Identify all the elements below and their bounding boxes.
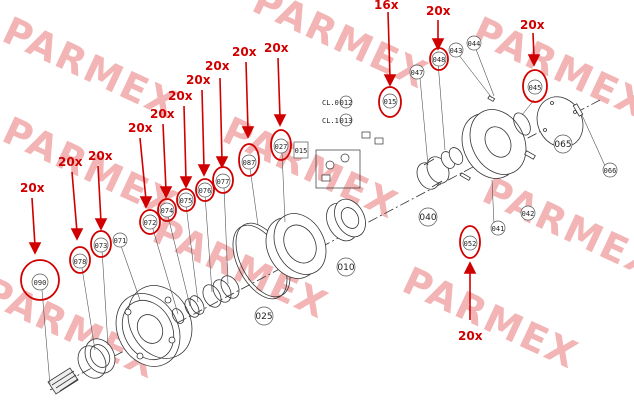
part-number-073: 073 <box>95 242 108 250</box>
part-number-labels: 090 078 073 071 072 074 075 076 077 087 … <box>34 40 617 322</box>
part-number-052: 052 <box>464 240 477 248</box>
part-number-077: 077 <box>217 178 230 186</box>
highlight-ellipses <box>20 47 548 301</box>
part-number-071: 071 <box>114 237 127 245</box>
o-ring-part <box>513 112 531 136</box>
part-number-013: 013 <box>340 117 353 125</box>
part-number-072: 072 <box>144 219 157 227</box>
part-number-048: 048 <box>433 56 446 64</box>
seal-rings-part <box>171 275 240 324</box>
part-number-041: 041 <box>492 225 505 233</box>
qty-label-078: 20x <box>58 155 83 169</box>
spline-part <box>416 147 464 190</box>
watermark-layer: PARMEX PARMEX PARMEX PARMEX PARMEX PARME… <box>0 0 634 388</box>
part-number-087: 087 <box>243 159 256 167</box>
part-number-040: 040 <box>419 213 436 223</box>
part-number-025: 025 <box>255 312 272 322</box>
part-number-078: 078 <box>74 258 87 266</box>
part-number-044: 044 <box>468 40 481 48</box>
config-label-cl1: CL.1 <box>322 117 339 125</box>
valve-parts <box>315 131 384 189</box>
part-number-010: 010 <box>337 263 354 273</box>
part-number-075: 075 <box>180 197 193 205</box>
rear-housing-part <box>461 109 527 179</box>
qty-label-073: 20x <box>88 149 113 163</box>
part-number-047: 047 <box>411 69 424 77</box>
gerotor-part <box>265 213 327 279</box>
qty-label-090: 20x <box>20 181 45 195</box>
red-arrows <box>28 11 541 320</box>
quantity-labels: 20x 20x 20x 20x 20x 20x 20x 20x 20x 16x … <box>20 0 545 343</box>
qty-label-076: 20x <box>186 73 211 87</box>
bolts-part <box>459 95 584 181</box>
part-number-090: 090 <box>34 279 47 287</box>
qty-label-087: 20x <box>232 45 257 59</box>
part-number-043: 043 <box>450 47 463 55</box>
qty-label-027: 20x <box>264 41 289 55</box>
part-number-015-box: 015 <box>295 147 308 155</box>
qty-label-052: 20x <box>458 329 483 343</box>
part-number-074: 074 <box>161 207 174 215</box>
part-number-circles <box>31 35 618 326</box>
qty-label-045: 20x <box>520 18 545 32</box>
part-number-076: 076 <box>199 187 212 195</box>
part-number-065: 065 <box>554 140 571 150</box>
shaft-part <box>47 367 79 395</box>
qty-label-015: 16x <box>374 0 399 12</box>
part-number-015: 015 <box>384 98 397 106</box>
front-housing-part <box>115 285 193 367</box>
watermark: PARMEX <box>216 108 405 227</box>
qty-label-074: 20x <box>150 107 175 121</box>
qty-label-077: 20x <box>205 59 230 73</box>
config-label-cl0: CL.0 <box>322 99 339 107</box>
part-number-042: 042 <box>522 210 535 218</box>
part-number-045: 045 <box>529 84 542 92</box>
part-number-012: 012 <box>340 99 353 107</box>
qty-label-072: 20x <box>128 121 153 135</box>
distributor-part <box>326 198 366 242</box>
qty-label-048: 20x <box>426 4 451 18</box>
leader-lines <box>41 43 607 386</box>
part-number-027: 027 <box>275 143 288 151</box>
qty-label-075: 20x <box>168 89 193 103</box>
watermark: PARMEX <box>396 258 585 377</box>
part-number-066: 066 <box>604 167 617 175</box>
